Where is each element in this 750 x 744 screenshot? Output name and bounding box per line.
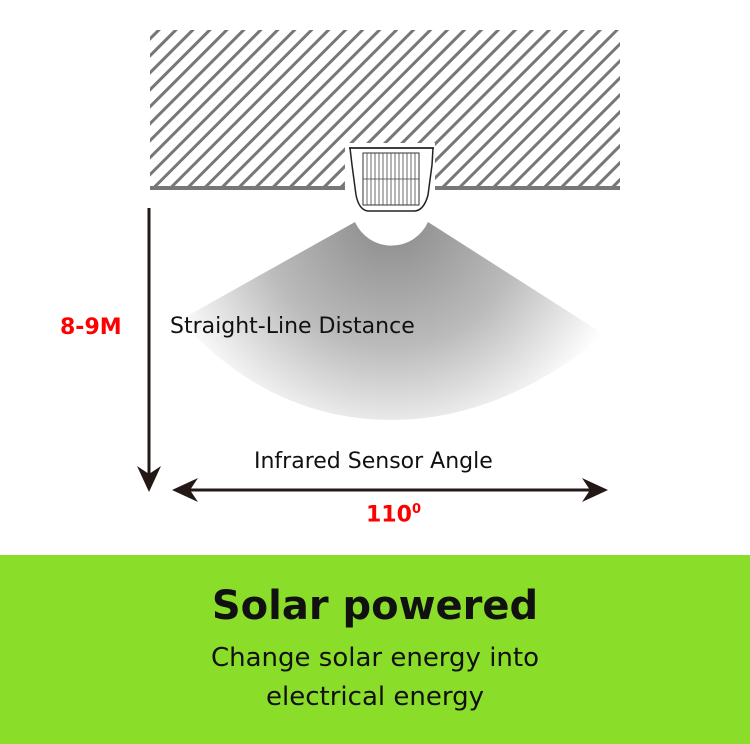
distance-arrow — [137, 208, 161, 492]
detection-zone — [180, 222, 605, 420]
solar-banner: Solar powered Change solar energy into e… — [0, 555, 750, 744]
banner-line-2: electrical energy — [266, 682, 484, 712]
distance-value: 8-9M — [60, 315, 122, 340]
sensor-lamp-icon — [345, 143, 435, 212]
angle-unit: 0 — [411, 502, 421, 517]
angle-arrow — [172, 478, 608, 502]
angle-number: 110 — [366, 502, 412, 528]
angle-value: 1100 — [366, 502, 421, 527]
banner-line-1: Change solar energy into — [210, 643, 540, 673]
banner-title: Solar powered — [211, 583, 539, 629]
distance-label: Straight-Line Distance — [170, 314, 415, 339]
angle-label: Infrared Sensor Angle — [254, 449, 493, 474]
sensor-diagram — [137, 30, 620, 502]
